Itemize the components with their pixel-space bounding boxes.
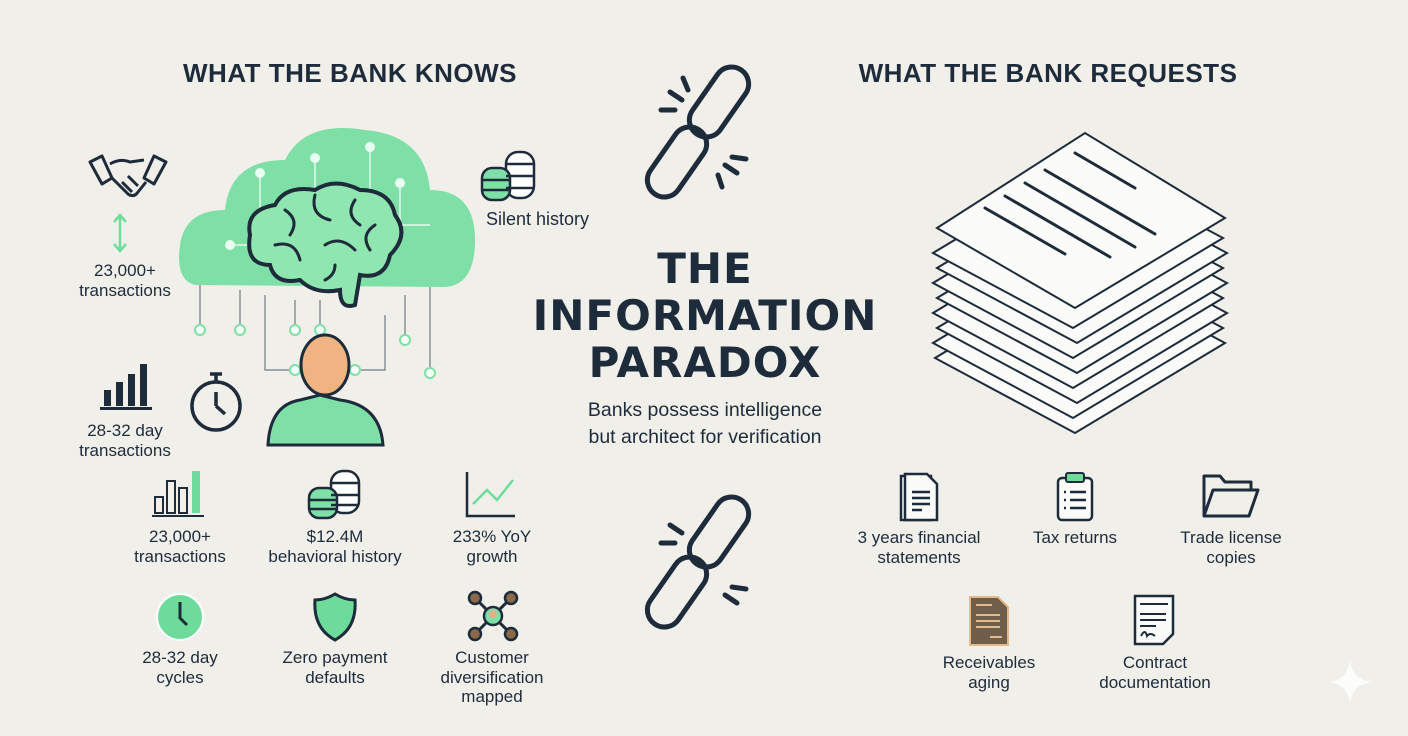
sparkle-icon [1328, 660, 1372, 704]
label-line: Receivables [942, 653, 1036, 672]
coins-icon [480, 150, 536, 202]
requests-item-label: Tax returns [985, 528, 1165, 548]
subtitle: Banks possess intelligence but architect… [485, 397, 925, 451]
coins-icon [307, 469, 361, 520]
label-line: Customer [455, 648, 529, 667]
label-line: Trade license [1180, 528, 1282, 547]
subtitle-line: Banks possess intelligence [587, 399, 823, 421]
title-line: INFORMATION [532, 291, 878, 340]
document-icon [899, 472, 939, 522]
label-line: diversification [440, 667, 544, 687]
label-line: 23,000+ [94, 261, 156, 280]
broken-chain-icon [644, 494, 752, 630]
subtitle-line: but architect for verification [588, 426, 822, 448]
title-line: THE [657, 244, 753, 293]
clock-icon [156, 593, 204, 641]
folder-icon [1202, 474, 1260, 518]
label-line: 28-32 day [142, 648, 218, 667]
bars-label: 28-32 day transactions [35, 421, 215, 460]
document-stack-icon [930, 131, 1230, 435]
label-line: aging [968, 672, 1010, 692]
label-line: $12.4M [306, 527, 364, 546]
bidirectional-arrow-icon [113, 213, 127, 253]
label-line: defaults [305, 667, 365, 687]
network-icon [467, 590, 519, 642]
clipboard-icon [1056, 472, 1094, 522]
shield-icon [313, 592, 357, 642]
label-line: transactions [134, 546, 226, 566]
handshake-label: 23,000+ transactions [35, 261, 215, 300]
right-heading: WHAT THE BANK REQUESTS [858, 58, 1238, 88]
bar-chart-icon [152, 471, 204, 517]
broken-chain-icon [644, 64, 752, 200]
label-line: documentation [1099, 672, 1211, 692]
title-line: PARADOX [588, 338, 822, 387]
label-line: growth [466, 546, 518, 566]
silent-history-label: Silent history [486, 209, 590, 229]
handshake-icon [88, 154, 168, 198]
label-line: transactions [79, 440, 171, 460]
cloud-brain-icon [179, 128, 475, 447]
bar-chart-icon [100, 364, 152, 410]
label-line: cycles [156, 667, 204, 687]
label-line: Tax returns [1032, 528, 1118, 547]
knows-item-label: 23,000+transactions [90, 527, 270, 566]
label-line: Contract [1122, 653, 1188, 672]
contract-icon [1133, 594, 1175, 646]
label-line: 233% YoY [452, 527, 532, 546]
stopwatch-icon [190, 372, 242, 432]
label-line: mapped [461, 687, 523, 706]
label-line: transactions [79, 280, 171, 300]
label-line: 3 years financial [857, 528, 981, 547]
label-line: behavioral history [268, 546, 402, 566]
label-line: 23,000+ [149, 527, 211, 546]
label-line: statements [877, 547, 961, 567]
label-line: 28-32 day [87, 421, 163, 440]
aged-document-icon [969, 596, 1009, 646]
growth-chart-icon [465, 472, 515, 518]
page-title: THE INFORMATION PARADOX [485, 245, 925, 386]
label-line: Zero payment [282, 648, 388, 667]
left-heading: WHAT THE BANK KNOWS [183, 58, 517, 88]
label-line: copies [1206, 547, 1256, 567]
